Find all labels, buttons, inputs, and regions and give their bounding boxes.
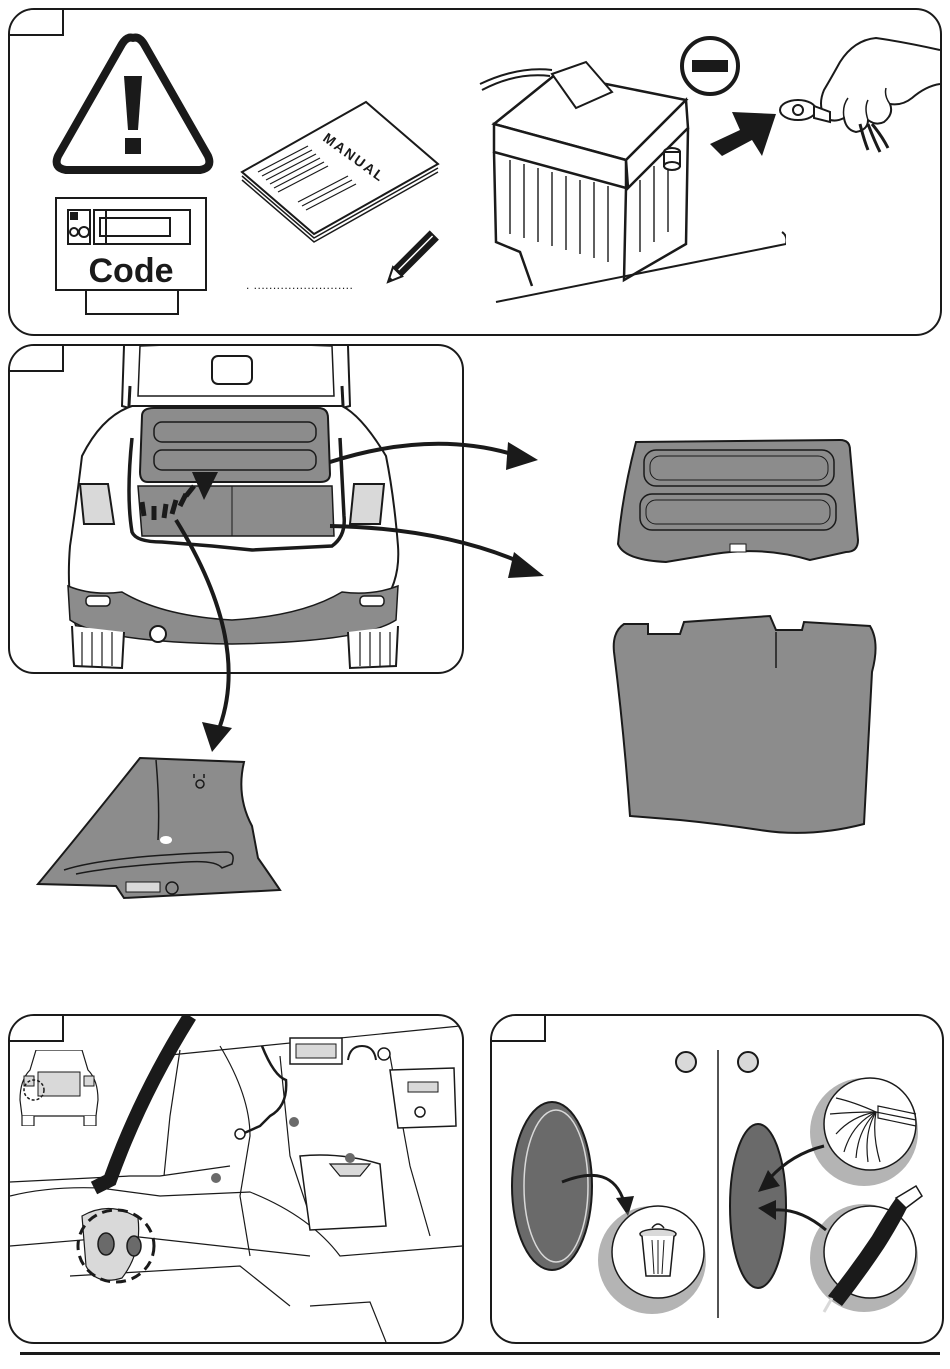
trash-bin-icon: [640, 1224, 676, 1276]
boot-floor-icon: [610, 612, 882, 844]
parcel-shelf-icon: [614, 436, 862, 572]
grommet-procedure: [492, 1016, 942, 1342]
step-4-panel: [490, 1014, 944, 1344]
bottom-rule: [20, 1352, 940, 1355]
boot-interior-icon: [10, 1016, 462, 1342]
step-3-panel: [8, 1014, 464, 1344]
side-trim-icon: [36, 756, 282, 902]
